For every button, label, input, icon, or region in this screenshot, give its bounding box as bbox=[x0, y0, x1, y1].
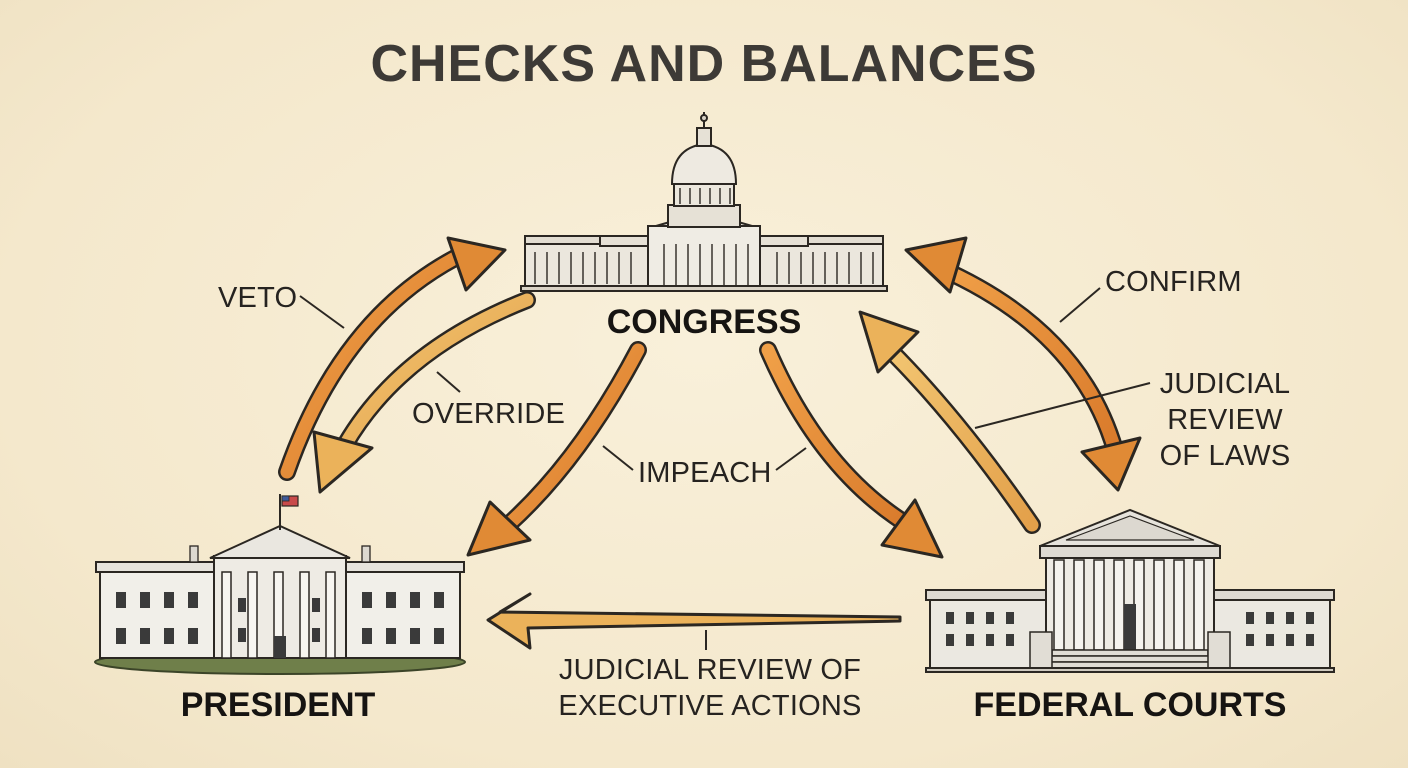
page-title: CHECKS AND BALANCES bbox=[370, 35, 1038, 93]
judicial-review-laws-arrow bbox=[858, 310, 1041, 534]
supreme-court-icon bbox=[925, 508, 1335, 673]
white-house-icon bbox=[94, 494, 466, 675]
congress-to-courts-arrow bbox=[759, 341, 944, 559]
capitol-building-icon bbox=[520, 112, 888, 292]
check-label-impeach: IMPEACH bbox=[638, 457, 772, 489]
check-label-override: OVERRIDE bbox=[412, 398, 566, 430]
check-label-judicial-review-laws: JUDICIAL REVIEW OF LAWS bbox=[1159, 368, 1291, 472]
judicial-review-exec-arrow bbox=[486, 592, 902, 650]
override-arrow bbox=[312, 291, 536, 494]
branch-label-president: PRESIDENT bbox=[180, 686, 376, 724]
check-label-veto: VETO bbox=[218, 282, 298, 314]
leader-lines bbox=[299, 287, 1151, 650]
check-label-confirm: CONFIRM bbox=[1105, 266, 1242, 298]
check-label-judicial-review-exec: JUDICIAL REVIEW OF EXECUTIVE ACTIONS bbox=[558, 654, 862, 722]
veto-arrow bbox=[278, 236, 507, 481]
branch-label-federal-courts: FEDERAL COURTS bbox=[973, 686, 1287, 724]
branch-label-congress: CONGRESS bbox=[606, 303, 802, 341]
impeach-arrow bbox=[466, 341, 647, 557]
confirm-arrow bbox=[904, 236, 1142, 492]
